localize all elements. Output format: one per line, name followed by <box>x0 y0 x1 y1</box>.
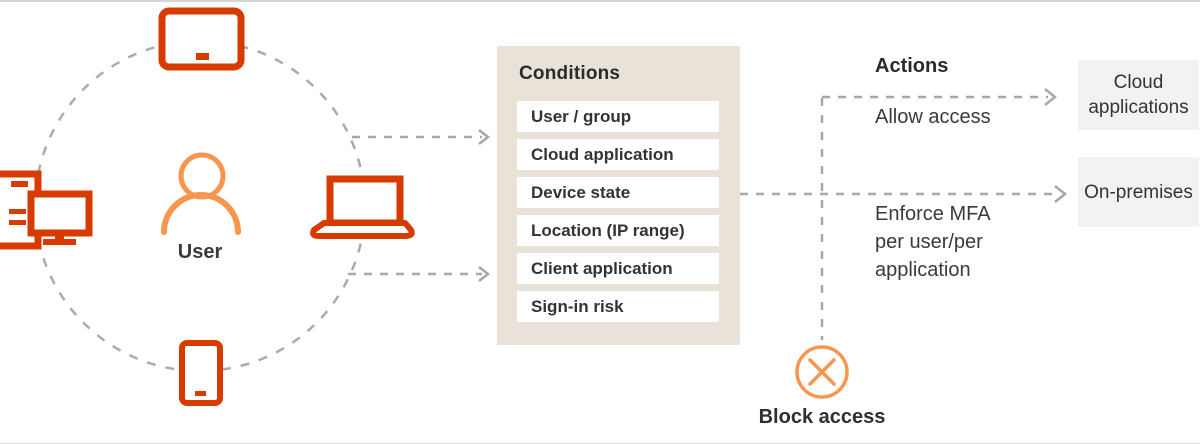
desktop-icon <box>0 170 93 250</box>
connector-to-onpremises <box>740 185 1068 203</box>
user-icon <box>161 152 241 235</box>
connector-to-conditions-lower <box>348 266 491 282</box>
on-premises-box: On-premises <box>1078 157 1199 227</box>
condition-row-user-group: User / group <box>517 101 719 132</box>
conditions-panel: Conditions User / group Cloud applicatio… <box>497 46 740 345</box>
laptop-icon <box>310 175 415 239</box>
allow-access-label: Allow access <box>875 106 991 128</box>
cloud-applications-box: Cloud applications <box>1078 60 1199 130</box>
conditions-list: User / group Cloud application Device st… <box>517 101 719 329</box>
phone-icon <box>179 340 223 406</box>
enforce-mfa-label: Enforce MFA per user/per application <box>875 203 991 281</box>
condition-row-location: Location (IP range) <box>517 215 719 246</box>
user-label: User <box>177 241 223 263</box>
condition-row-device-state: Device state <box>517 177 719 208</box>
condition-row-client-application: Client application <box>517 253 719 284</box>
condition-row-cloud-application: Cloud application <box>517 139 719 170</box>
block-access-label: Block access <box>758 406 886 428</box>
tablet-icon <box>158 7 245 71</box>
conditions-title: Conditions <box>519 63 621 84</box>
actions-title: Actions <box>875 55 949 77</box>
connector-to-cloud <box>822 88 1058 106</box>
block-access-icon <box>795 345 849 399</box>
condition-row-sign-in-risk: Sign-in risk <box>517 291 719 322</box>
connector-to-conditions-upper <box>352 129 491 145</box>
